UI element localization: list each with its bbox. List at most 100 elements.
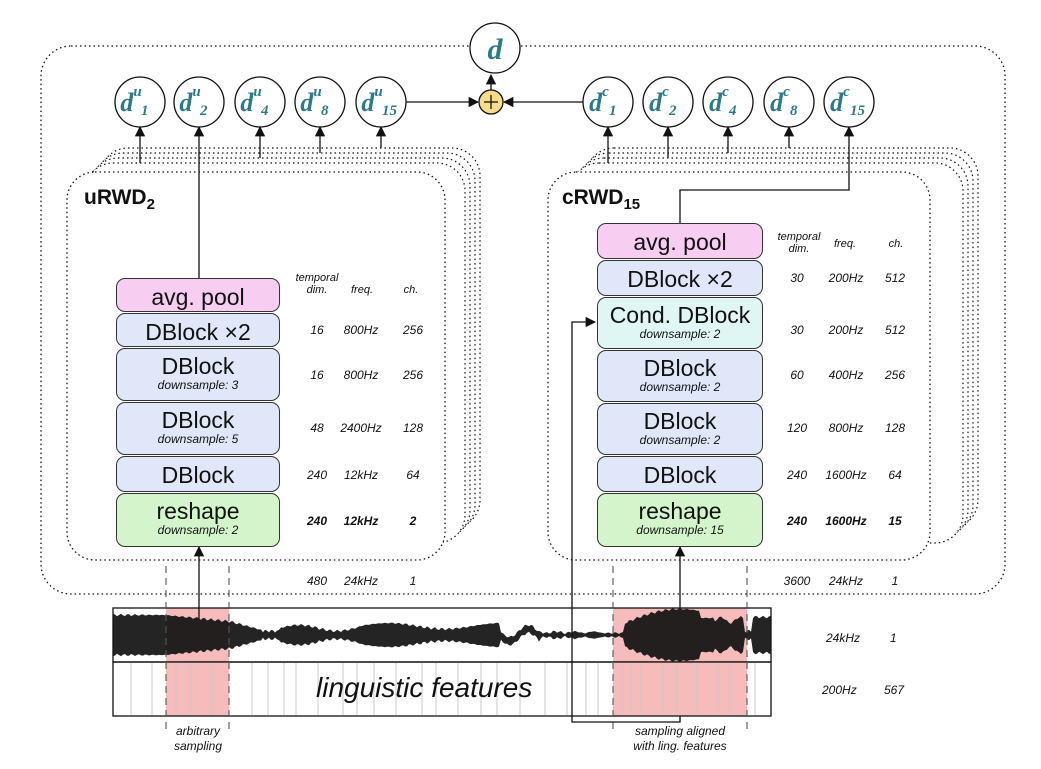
waveform-ch: 1: [890, 631, 897, 645]
dc-node-1: [582, 76, 634, 128]
right-block-label: Cond. DBlock: [609, 302, 751, 328]
left-header-ch: ch.: [403, 284, 419, 296]
right-block-label: DBlock: [643, 355, 717, 381]
dc-node-label-4: dc4: [709, 84, 737, 119]
waveform-freq: 24kHz: [826, 631, 861, 645]
right-dim-ch: 512: [884, 323, 906, 337]
ling-freq: 200Hz: [822, 683, 857, 697]
right-block-label: DBlock ×2: [627, 266, 733, 292]
sampling-markers: [165, 566, 748, 730]
left-block-1: DBlock ×2: [116, 313, 280, 347]
du-node-2: [173, 76, 225, 128]
right-dim-ch: 512: [884, 271, 906, 285]
right-dim-temporal: 60: [790, 368, 804, 382]
right-dim-ch: 1: [891, 574, 899, 588]
ling-ch: 567: [884, 683, 905, 697]
right-block-label: DBlock: [643, 408, 717, 434]
waveform-input: [112, 607, 772, 663]
left-dim-freq: 24kHz: [343, 574, 378, 588]
left-block-label: reshape: [156, 498, 240, 524]
sum-node: [478, 89, 504, 115]
right-dim-temporal: 240: [786, 468, 808, 482]
output-label: d: [488, 33, 504, 66]
left-dim-freq: 800Hz: [343, 368, 379, 382]
dc-node-4: [702, 76, 754, 128]
left-dim-freq: 12kHz: [343, 468, 378, 482]
right-dim-ch: 15: [888, 514, 902, 528]
du-node-label-4: du4: [240, 84, 269, 119]
left-header-freq: freq.: [350, 284, 373, 296]
right-dim-ch: 128: [884, 421, 906, 435]
right-block-1: DBlock ×2: [597, 260, 763, 296]
left-dim-temporal: 240: [306, 468, 328, 482]
right-dim-freq: 1600Hz: [825, 514, 867, 528]
linguistic-features-input: [112, 661, 772, 717]
left-dim-ch: 128: [402, 421, 424, 435]
left-dim-freq: 12kHz: [343, 514, 379, 528]
right-block-0: avg. pool: [597, 223, 763, 259]
right-dim-temporal: 3600: [783, 574, 811, 588]
dc-node-label-1: dc1: [589, 84, 616, 119]
right-block-5: DBlock: [597, 456, 763, 492]
right-block-label: reshape: [638, 498, 722, 524]
left-dim-temporal: 480: [306, 574, 328, 588]
du-node-8: [294, 76, 346, 128]
left-block-label: DBlock: [161, 407, 235, 433]
right-dim-freq: 400Hz: [828, 368, 864, 382]
left-block-0: avg. pool: [116, 278, 280, 312]
left-dim-ch: 64: [406, 468, 420, 482]
left-dim-temporal: 48: [310, 421, 324, 435]
left-block-4: DBlock: [116, 456, 280, 492]
right-block-sublabel: downsample: 2: [639, 433, 721, 447]
right-block-sublabel: downsample: 2: [639, 380, 721, 394]
du-node-label-8: du8: [300, 84, 329, 119]
dc-node-label-15: dc15: [830, 84, 865, 119]
left-block-label: avg. pool: [151, 284, 245, 310]
right-dim-temporal: 120: [786, 421, 808, 435]
du-node-label-15: du15: [361, 84, 397, 119]
left-dim-freq: 2400Hz: [340, 421, 382, 435]
du-node-1: [114, 76, 166, 128]
left-dim-freq: 800Hz: [343, 323, 379, 337]
left-dim-ch: 2: [409, 514, 417, 528]
du-node-label-2: du2: [179, 84, 208, 119]
dc-node-label-2: dc2: [649, 84, 677, 119]
left-dim-temporal: 16: [310, 323, 324, 337]
dc-node-2: [642, 76, 694, 128]
dc-node-8: [763, 76, 815, 128]
right-dim-freq: 200Hz: [828, 323, 864, 337]
du-node-label-1: du1: [120, 84, 148, 119]
right-block-label: DBlock: [643, 462, 717, 488]
right-dim-freq: 800Hz: [828, 421, 864, 435]
waveform-trace: [113, 608, 771, 662]
right-dim-ch: 64: [888, 468, 902, 482]
output-node: d: [469, 22, 521, 74]
left-block-label: DBlock: [161, 462, 235, 488]
du-node-4: [234, 76, 286, 128]
right-header-freq: freq.: [833, 238, 856, 250]
left-dim-ch: 256: [402, 368, 424, 382]
right-dim-ch: 256: [884, 368, 906, 382]
du-node-15: [355, 76, 407, 128]
left-block-label: DBlock: [161, 353, 235, 379]
right-block-sublabel: downsample: 2: [639, 327, 721, 341]
right-dim-freq: 24kHz: [828, 574, 863, 588]
left-panel-title: uRWD2: [84, 186, 155, 214]
top-connections: [134, 73, 855, 278]
left-block-label: DBlock ×2: [145, 319, 251, 345]
right-dim-temporal: 240: [786, 514, 808, 528]
right-block-label: avg. pool: [633, 229, 727, 255]
linguistic-features-label: linguistic features: [316, 672, 533, 703]
u-discriminator-outputs: du1 du2 du4 du8 du15: [114, 76, 407, 128]
right-dim-freq: 200Hz: [828, 271, 864, 285]
right-dim-temporal: 30: [790, 271, 804, 285]
